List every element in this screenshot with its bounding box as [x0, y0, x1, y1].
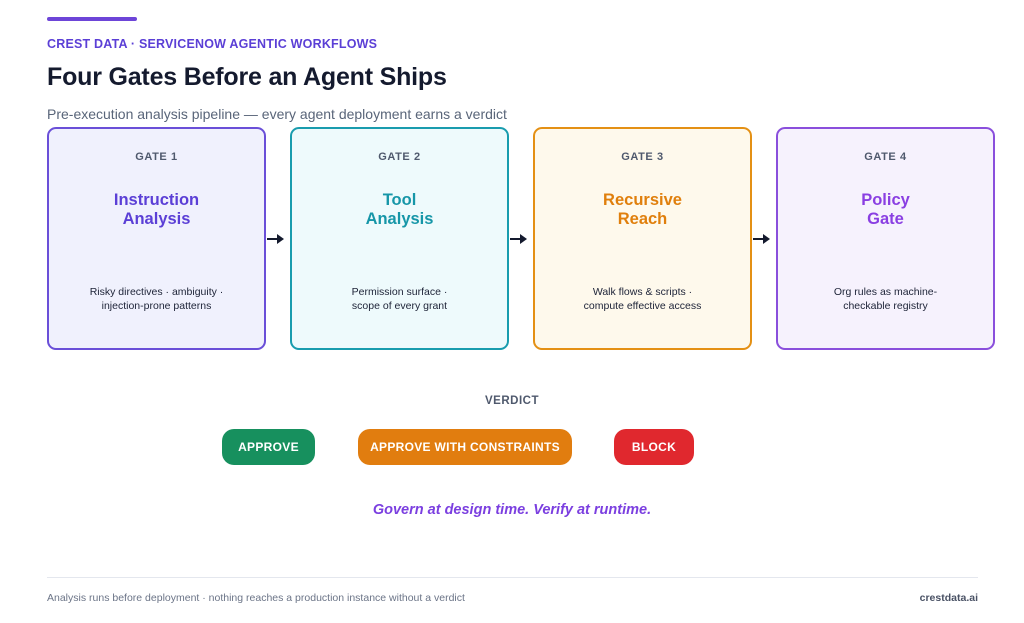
footer-divider	[47, 577, 978, 578]
footer-note: Analysis runs before deployment · nothin…	[47, 592, 465, 604]
gate-description-line: compute effective access	[583, 300, 702, 312]
gate-name-line: Analysis	[365, 210, 434, 228]
gate-name: Instruction Analysis	[59, 191, 254, 229]
eyebrow: CREST DATA · SERVICENOW AGENTIC WORKFLOW…	[47, 37, 378, 51]
gate-description: Risky directives · ambiguity · injection…	[63, 285, 250, 313]
gate-4-card: GATE 4 Policy Gate Org rules as machine-…	[776, 127, 995, 350]
gate-label: GATE 2	[378, 151, 421, 163]
gate-name: Tool Analysis	[302, 191, 497, 229]
verdict-approve-with-constraints-pill: APPROVE WITH CONSTRAINTS	[358, 429, 572, 465]
gate-name-line: Reach	[617, 210, 668, 228]
footer-brand: crestdata.ai	[919, 592, 978, 604]
verdict-label: VERDICT	[485, 395, 539, 407]
gate-description-line: Walk flows & scripts ·	[592, 286, 693, 298]
gate-3-card: GATE 3 Recursive Reach Walk flows & scri…	[533, 127, 752, 350]
arrow-right-icon	[267, 234, 284, 244]
gate-2-card: GATE 2 Tool Analysis Permission surface …	[290, 127, 509, 350]
gate-description-line: injection-prone patterns	[101, 300, 212, 312]
gate-name-line: Instruction	[113, 191, 200, 209]
gate-name-line: Analysis	[122, 210, 191, 228]
verdict-approve-pill: APPROVE	[222, 429, 315, 465]
gate-description-line: checkable registry	[843, 300, 928, 312]
arrow-right-icon	[510, 234, 527, 244]
arrow-right-icon	[753, 234, 770, 244]
gate-name-line: Gate	[867, 210, 904, 228]
gate-label: GATE 3	[621, 151, 664, 163]
verdict-block-pill: BLOCK	[614, 429, 694, 465]
gate-description-line: Risky directives · ambiguity ·	[89, 286, 224, 298]
tagline: Govern at design time. Verify at runtime…	[372, 502, 652, 518]
page-title: Four Gates Before an Agent Ships	[47, 63, 447, 91]
gate-1-card: GATE 1 Instruction Analysis Risky direct…	[47, 127, 266, 350]
gate-description: Walk flows & scripts · compute effective…	[549, 285, 736, 313]
accent-bar	[47, 17, 137, 21]
gate-name-line: Recursive	[603, 191, 682, 209]
gate-description: Permission surface · scope of every gran…	[306, 285, 493, 313]
gate-name: Policy Gate	[788, 191, 983, 229]
gate-description-line: scope of every grant	[351, 300, 448, 312]
gate-name: Recursive Reach	[545, 191, 740, 229]
gate-label: GATE 4	[864, 151, 907, 163]
page-subtitle: Pre-execution analysis pipeline — every …	[47, 106, 507, 122]
gate-description-line: Org rules as machine-	[833, 286, 938, 298]
gate-description: Org rules as machine- checkable registry	[792, 285, 979, 313]
gate-label: GATE 1	[135, 151, 178, 163]
gate-name-line: Policy	[861, 191, 910, 209]
gate-description-line: Permission surface ·	[351, 286, 448, 298]
gate-name-line: Tool	[382, 191, 417, 209]
